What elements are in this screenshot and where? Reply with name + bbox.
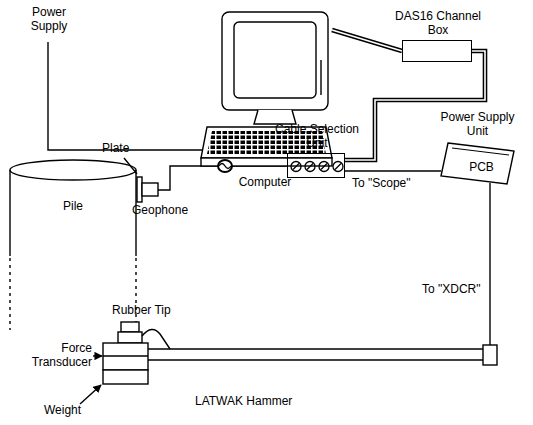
power-supply-unit: Power Supply UnitPCB	[440, 142, 515, 185]
cable-connector	[490, 183, 491, 345]
cable-line	[345, 51, 485, 160]
pile-side	[9, 170, 10, 256]
unit-edge	[452, 148, 509, 155]
cable-line	[345, 170, 441, 171]
rubber-tip	[121, 322, 139, 332]
part-label: Force Transducer	[20, 342, 92, 370]
node-heading: DAS16 Channel Box	[392, 10, 484, 38]
cable-line-inner	[345, 51, 485, 160]
part-label: Plate	[102, 142, 129, 156]
latwak-hammer: LATWAK Hammer	[100, 345, 500, 417]
pile: Pile	[8, 158, 138, 258]
cable-coil	[218, 160, 232, 172]
knob-slot	[335, 164, 341, 170]
knob-slot	[293, 164, 299, 170]
hammer-handle	[148, 359, 483, 360]
channel-box: DAS16 Channel Box	[402, 40, 472, 62]
cable-selection-unit: Cable Selection Unit	[287, 153, 345, 178]
knob	[291, 162, 301, 172]
cable-connector	[345, 51, 485, 160]
knob	[319, 162, 329, 172]
node-heading: Computer	[239, 176, 292, 190]
part-label: Rubber Tip	[112, 304, 171, 318]
cable-coil-turn	[219, 164, 231, 169]
unit-body	[441, 143, 514, 184]
plate	[137, 177, 142, 202]
cable-label: To "XDCR"	[420, 282, 483, 296]
force-transducer-detail	[103, 355, 148, 356]
hammer-handle	[148, 348, 483, 349]
device-label: PCB	[469, 161, 494, 175]
cable-label: To "Scope"	[350, 176, 413, 190]
knob	[305, 162, 315, 172]
transducer-cable	[142, 329, 170, 349]
force-transducer	[103, 343, 148, 370]
cable-line-inner	[332, 30, 402, 51]
pile-continuation	[135, 258, 136, 330]
leader-arrow	[80, 385, 101, 404]
tip-holder	[118, 332, 142, 343]
cable-connector	[345, 171, 441, 172]
unit-knobs	[288, 154, 346, 179]
node-heading: Pile	[63, 200, 83, 214]
geophone	[142, 183, 158, 196]
power-supply-label: Power Supply	[18, 6, 80, 34]
knob-slot	[307, 164, 313, 170]
node-heading: Cable Selection Unit	[267, 123, 367, 151]
pile-continuation	[9, 258, 10, 330]
handle-connector	[483, 345, 497, 365]
part-label: Weight	[44, 404, 81, 418]
cable-line	[332, 30, 402, 51]
cable-line	[489, 183, 490, 345]
node-heading: Power Supply Unit	[432, 111, 524, 139]
cable-connector	[332, 30, 402, 51]
monitor-stand	[254, 110, 296, 124]
monitor	[222, 12, 328, 110]
knob-slot	[321, 164, 327, 170]
node-heading: LATWAK Hammer	[195, 395, 292, 409]
monitor-screen	[234, 22, 316, 98]
pile-top	[10, 160, 136, 180]
power-wire	[48, 42, 203, 150]
knob	[333, 162, 343, 172]
leader-arrow	[93, 355, 102, 356]
monitor-detail	[320, 60, 321, 95]
part-label: Geophone	[132, 204, 188, 218]
weight	[103, 370, 148, 384]
